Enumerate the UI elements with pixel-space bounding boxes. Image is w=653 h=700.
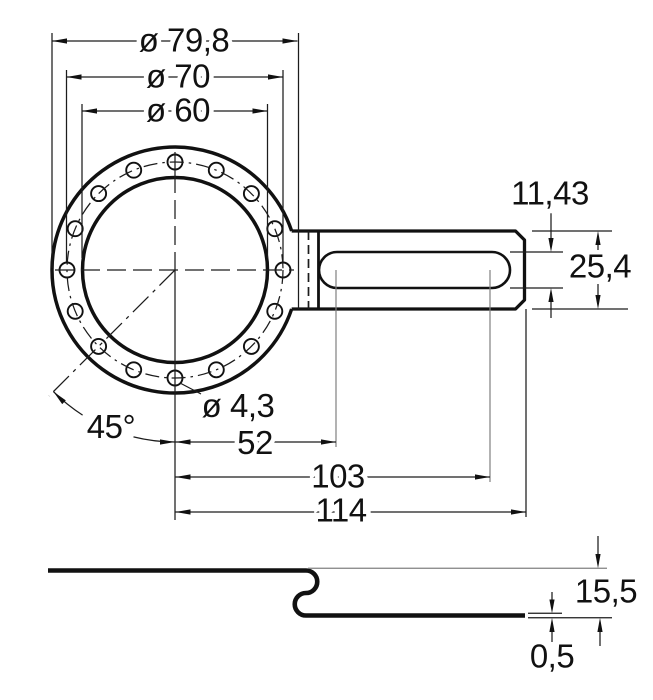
slot-start-length-label: 52 [237, 424, 273, 461]
arrowhead [549, 599, 555, 614]
arrowhead [175, 509, 191, 515]
arrowhead [268, 74, 283, 80]
profile-height-label: 15,5 [575, 573, 637, 610]
flange-outer-circle [50, 145, 294, 395]
front-view [48, 33, 527, 397]
hole-leader-line [179, 382, 202, 395]
arrowhead [549, 617, 555, 632]
hole-diameter-label: ø 4,3 [202, 387, 275, 424]
arrowhead [595, 295, 601, 309]
bolt-hole [266, 302, 284, 320]
arrowhead [595, 231, 601, 245]
arrowhead [475, 474, 490, 480]
inner-diameter-label: ø 60 [146, 92, 210, 129]
outer-diameter-label: ø 79,8 [139, 22, 230, 59]
arrowhead [52, 38, 67, 44]
arrowhead [548, 288, 554, 302]
arm-slot [317, 250, 512, 290]
bolt-hole [125, 161, 143, 179]
bolt-hole [266, 220, 284, 238]
sheet-thickness-label: 0,5 [530, 638, 574, 675]
slot-end-length-label: 103 [311, 458, 365, 495]
arm-width-label: 25,4 [569, 248, 631, 285]
side-view [48, 536, 612, 646]
arrowhead [66, 74, 82, 80]
arrowhead [175, 474, 191, 480]
hole-angle-label: 45° [87, 408, 135, 445]
diagonal-45-centerline [48, 269, 176, 397]
arrowhead [82, 108, 97, 114]
arrowhead [282, 38, 298, 44]
slot-width-label: 11,43 [511, 175, 589, 212]
sheet-profile [48, 568, 525, 618]
arrowhead [175, 439, 191, 445]
total-arm-length-label: 114 [315, 492, 366, 529]
arrowhead [511, 509, 526, 515]
arrowhead [321, 439, 336, 445]
arrowhead [53, 391, 66, 405]
bolt-circle-diameter-label: ø 70 [146, 58, 210, 95]
arrowhead [597, 617, 603, 632]
bolt-hole [125, 361, 143, 379]
arrowhead [595, 554, 601, 569]
arm-outline [291, 229, 527, 311]
arrowhead [548, 238, 554, 252]
dimension-annotations [51, 33, 628, 520]
dimension-labels: ø 79,8 ø 70 ø 60 11,43 25,4 ø 4,3 45° 52… [82, 17, 642, 679]
arrowhead [160, 439, 175, 445]
arrowhead [252, 108, 268, 114]
